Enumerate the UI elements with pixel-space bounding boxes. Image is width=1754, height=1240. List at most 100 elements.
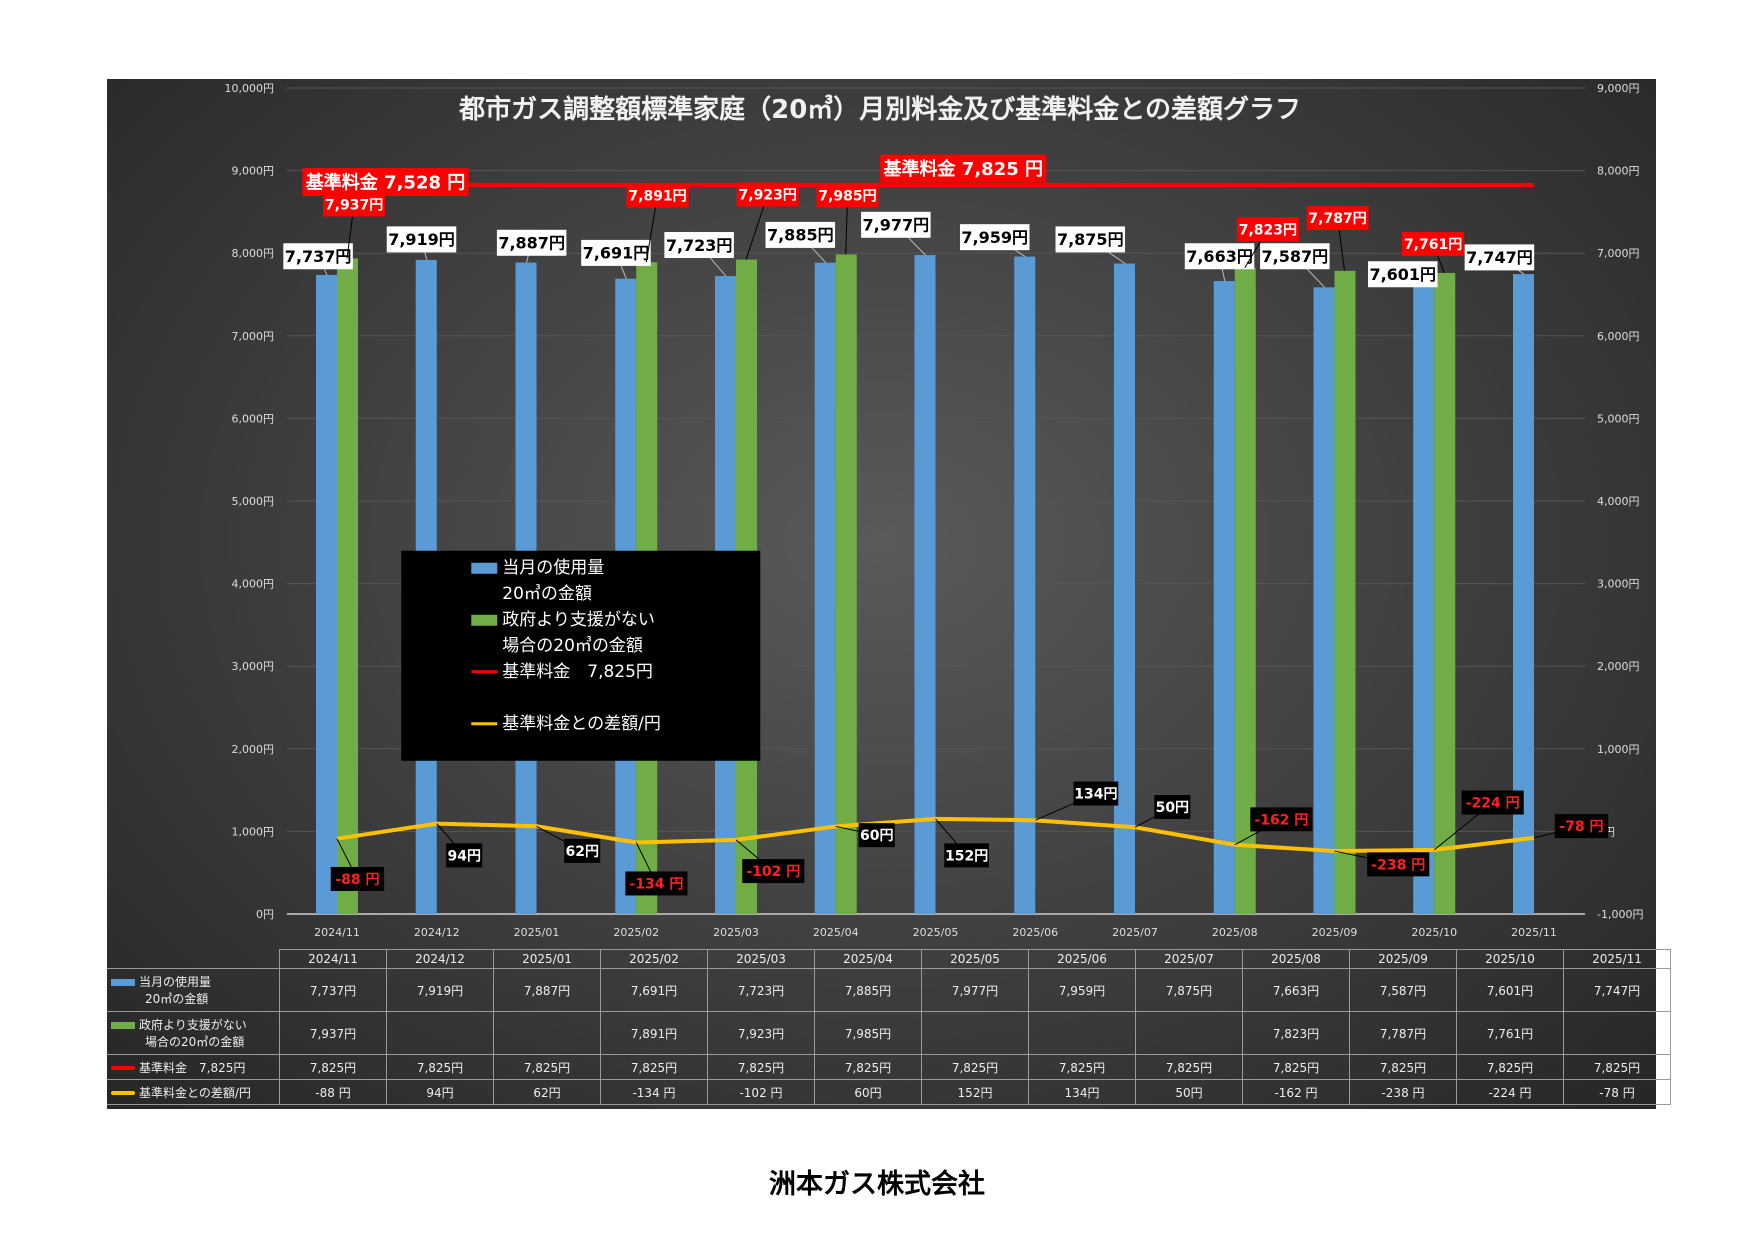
bar-no-subsidy <box>1334 270 1356 914</box>
current-value-label-box <box>959 224 1030 251</box>
table-row-label: 政府より支援がない場合の20㎥の金額 <box>107 1011 280 1055</box>
table-cell: 7,825円 <box>279 1054 387 1080</box>
diff-value-label-box <box>446 843 483 868</box>
diff-value-label: -102 円 <box>746 864 800 880</box>
left-axis-tick: 0円 <box>256 908 274 921</box>
diff-value-label: 62円 <box>565 844 598 860</box>
no-subsidy-value-label: 7,891円 <box>628 189 686 205</box>
bar-no-subsidy <box>337 258 358 914</box>
table-cell <box>921 1011 1029 1055</box>
left-axis-tick: 4,000円 <box>232 578 275 591</box>
table-cell: 7,825円 <box>600 1054 708 1080</box>
diff-value-label-box <box>944 843 989 868</box>
diff-value-label-box <box>858 823 895 848</box>
no-subsidy-value-label-box <box>1236 217 1299 242</box>
x-axis-tick: 2025/09 <box>1312 926 1358 939</box>
table-cell: 7,825円 <box>386 1054 494 1080</box>
diff-value-label-box <box>742 859 805 884</box>
table-cell: 134円 <box>1028 1079 1136 1105</box>
table-cell: 7,587円 <box>1349 968 1457 1012</box>
current-value-label: 7,601円 <box>1369 265 1436 284</box>
current-value-label: 7,663円 <box>1186 247 1253 266</box>
right-axis-tick: 9,000円 <box>1597 82 1640 95</box>
table-cell <box>1563 1011 1671 1055</box>
bar-current <box>1014 256 1036 914</box>
table-cell: 60円 <box>814 1079 922 1105</box>
diff-value-label-box <box>564 838 601 863</box>
diff-value-label: 94円 <box>447 848 480 864</box>
right-axis-tick: 7,000円 <box>1597 247 1640 260</box>
bar-no-subsidy <box>1234 267 1256 914</box>
current-value-label-box <box>581 239 651 266</box>
diff-value-label-box <box>1250 807 1313 832</box>
current-value-label-box <box>1184 243 1255 270</box>
table-cell: 7,787円 <box>1349 1011 1457 1055</box>
left-axis-tick: 3,000円 <box>232 660 275 673</box>
table-header-cell: 2025/08 <box>1242 949 1350 969</box>
table-cell <box>1028 1011 1136 1055</box>
diff-value-label: -224 円 <box>1466 796 1520 812</box>
current-value-label-box <box>283 243 353 270</box>
current-value-label-box <box>496 229 567 256</box>
table-header-cell: 2025/02 <box>600 949 708 969</box>
diff-value-label-box <box>1154 795 1191 820</box>
diff-value-label: 134円 <box>1074 787 1117 803</box>
table-header-cell: 2025/07 <box>1135 949 1243 969</box>
bar-current <box>1313 287 1335 914</box>
current-value-label: 7,959円 <box>961 228 1028 247</box>
current-value-label-box <box>1055 226 1126 253</box>
legend-swatch <box>471 562 498 574</box>
diff-value-label-box <box>330 866 385 891</box>
table-cell: 7,601円 <box>1456 968 1564 1012</box>
table-cell: 7,919円 <box>386 968 494 1012</box>
table-cell: -162 円 <box>1242 1079 1350 1105</box>
base-fee-callout-old: 基準料金 7,528 円 <box>305 172 465 194</box>
left-axis-tick: 9,000円 <box>232 165 275 178</box>
table-header-cell: 2025/11 <box>1563 949 1671 969</box>
right-axis-tick: 2,000円 <box>1597 660 1640 673</box>
no-subsidy-value-label-box <box>323 192 386 217</box>
table-header-cell: 2025/01 <box>493 949 601 969</box>
diff-value-label: 152円 <box>945 848 988 864</box>
right-axis-tick: 5,000円 <box>1597 412 1640 425</box>
no-subsidy-value-label: 7,823円 <box>1239 222 1297 238</box>
current-value-label-box <box>1367 261 1438 288</box>
chart-frame: 0円 1,000円 2,000円 3,000円 4,000円 5,000円 6,000円 7,… <box>107 79 1656 1109</box>
current-value-label: 7,887円 <box>498 234 565 253</box>
current-value-label: 7,723円 <box>666 236 733 255</box>
table-cell: 7,825円 <box>1242 1054 1350 1080</box>
base-fee-callout-old-box <box>302 168 469 197</box>
left-axis-tick: 1,000円 <box>232 825 275 838</box>
table-cell: 7,825円 <box>814 1054 922 1080</box>
company-name: 洲本ガス株式会社 <box>769 1169 985 1200</box>
chart-title: 都市ガス調整額標準家庭（20㎥）月別料金及び基準料金との差額グラフ <box>458 94 1301 125</box>
current-value-label-box <box>1464 244 1535 271</box>
bar-current <box>814 262 836 915</box>
left-axis-tick: 6,000円 <box>232 412 275 425</box>
x-axis-tick: 2025/03 <box>713 926 759 939</box>
diff-value-label-box <box>1461 790 1524 815</box>
table-cell: 7,985円 <box>814 1011 922 1055</box>
table-swatch <box>111 1022 135 1029</box>
table-cell: -102 円 <box>707 1079 815 1105</box>
table-cell: 7,823円 <box>1242 1011 1350 1055</box>
table-cell: 7,825円 <box>1563 1054 1671 1080</box>
legend-label: 基準料金との差額/円 <box>502 714 661 734</box>
table-cell: 7,825円 <box>1135 1054 1243 1080</box>
table-header-cell: 2025/03 <box>707 949 815 969</box>
diff-value-label: -78 円 <box>1559 819 1603 835</box>
no-subsidy-value-label: 7,923円 <box>739 187 797 203</box>
bar-no-subsidy <box>1434 272 1456 914</box>
diff-value-label: -238 円 <box>1371 857 1425 873</box>
current-value-label-box <box>1260 243 1330 270</box>
table-header-cell: 2024/12 <box>386 949 494 969</box>
bar-current <box>316 274 337 914</box>
table-cell: 7,977円 <box>921 968 1029 1012</box>
table-cell: -88 円 <box>279 1079 387 1105</box>
table-cell <box>386 1011 494 1055</box>
diff-value-label-box <box>1073 781 1119 806</box>
table-cell: 7,825円 <box>493 1054 601 1080</box>
table-row-label: 基準料金 7,825円 <box>107 1054 280 1080</box>
